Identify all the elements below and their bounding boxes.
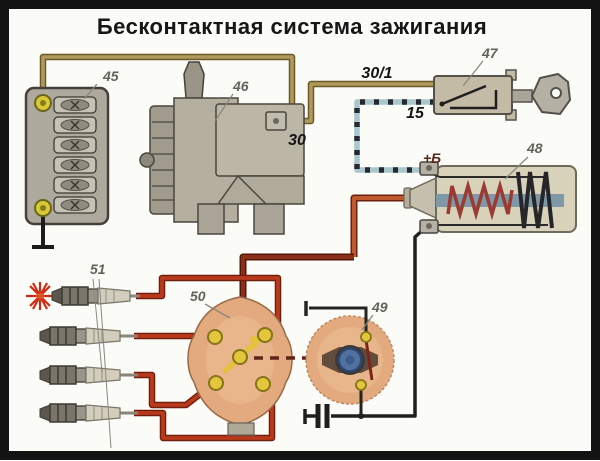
label-ignition-switch: 47 [481,45,499,61]
label-generator: 46 [232,78,249,94]
generator-foot [197,203,225,235]
fuse-box [24,86,110,249]
generator [139,61,305,235]
distributor-cap [187,296,332,436]
coil-primary-winding [446,179,514,221]
generator-foot [253,203,285,235]
spark-plugs [26,282,140,423]
sensor-lever [364,339,374,381]
fuse-slot [53,176,97,194]
cap-terminal [208,375,224,391]
spark-plug [39,403,138,423]
label-terminal-30: 30 [288,132,306,149]
fuse-slot [53,196,97,214]
coil-secondary-winding [516,171,554,229]
distributor-shaft-tab [227,422,255,436]
label-pointers [83,60,529,449]
label-spark-plugs: 51 [90,261,106,277]
wire-switch-15-to-coil [354,99,435,173]
label-fuse-box: 45 [102,68,119,84]
key-shaft [511,89,533,103]
wire-coil-ground [303,227,426,428]
fuse-slot [53,136,97,154]
generator-top-terminal [183,61,205,99]
switch-contact [441,84,487,106]
label-ignition-coil: 48 [526,140,543,156]
diagram-title: Бесконтактная система зажигания [97,14,487,39]
sensor-terminal [355,379,367,391]
fuse-slot [53,116,97,134]
ignition-sensor [304,301,395,416]
cap-terminal [255,376,271,392]
ignition-switch [433,69,572,121]
cap-center-terminal [232,349,248,365]
spark-plug [39,326,138,346]
spark-plug [39,365,138,385]
label-terminal-15: 15 [406,105,425,122]
cap-terminal [207,329,223,345]
sensor-terminal [360,331,372,343]
ignition-coil [403,161,577,234]
label-sensor: 49 [371,299,388,315]
label-distributor: 50 [190,288,206,304]
label-terminal-30-1: 30/1 [361,65,392,82]
fuse-slot [53,96,97,114]
fuse-slot [53,156,97,174]
cap-terminal [257,327,273,343]
label-terminal-plus-b: +Б [423,150,441,166]
spark-plug [26,282,140,310]
